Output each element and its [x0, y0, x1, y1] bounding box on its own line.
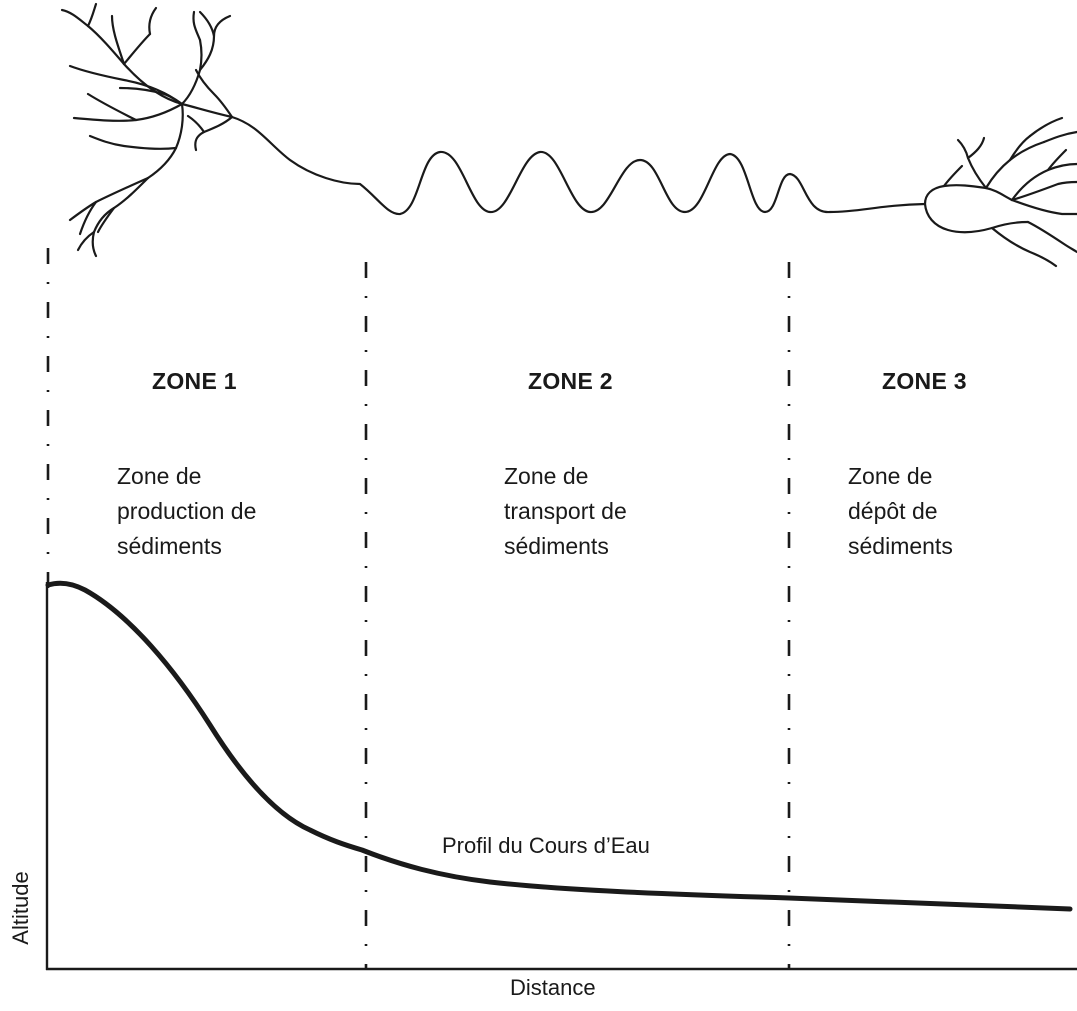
y-axis-label: Altitude	[8, 871, 33, 945]
zone-2-description-line: sédiments	[504, 533, 609, 559]
zone-3-description: Zone de dépôt de sédiments	[848, 459, 953, 564]
zone-2-description-line: transport de	[504, 498, 627, 524]
x-axis-label: Distance	[510, 975, 596, 1000]
axes	[45, 582, 1077, 971]
stream-profile-curve	[45, 580, 1073, 912]
main-channel	[230, 115, 927, 216]
zone-3-description-line: Zone de	[848, 463, 933, 489]
zone-2-description: Zone de transport de sédiments	[504, 459, 627, 564]
zone-3-description-line: dépôt de	[848, 498, 938, 524]
zone-2-title: ZONE 2	[528, 368, 613, 394]
zone-1-description: Zone de production de sédiments	[117, 459, 256, 564]
zone-boundaries	[46, 248, 791, 970]
tributary-network	[60, 2, 234, 258]
zone-3-title: ZONE 3	[882, 368, 967, 394]
zone-1-title: ZONE 1	[152, 368, 237, 394]
river-planform	[60, 2, 1077, 268]
zone-3-description-line: sédiments	[848, 533, 953, 559]
zone-1-description-line: production de	[117, 498, 257, 524]
zone-1-description-line: sédiments	[117, 533, 222, 559]
zone-2-description-line: Zone de	[504, 463, 589, 489]
zone-1-description-line: Zone de	[117, 463, 202, 489]
stream-profile-label: Profil du Cours d’Eau	[442, 833, 650, 858]
delta-distributaries	[923, 116, 1077, 268]
